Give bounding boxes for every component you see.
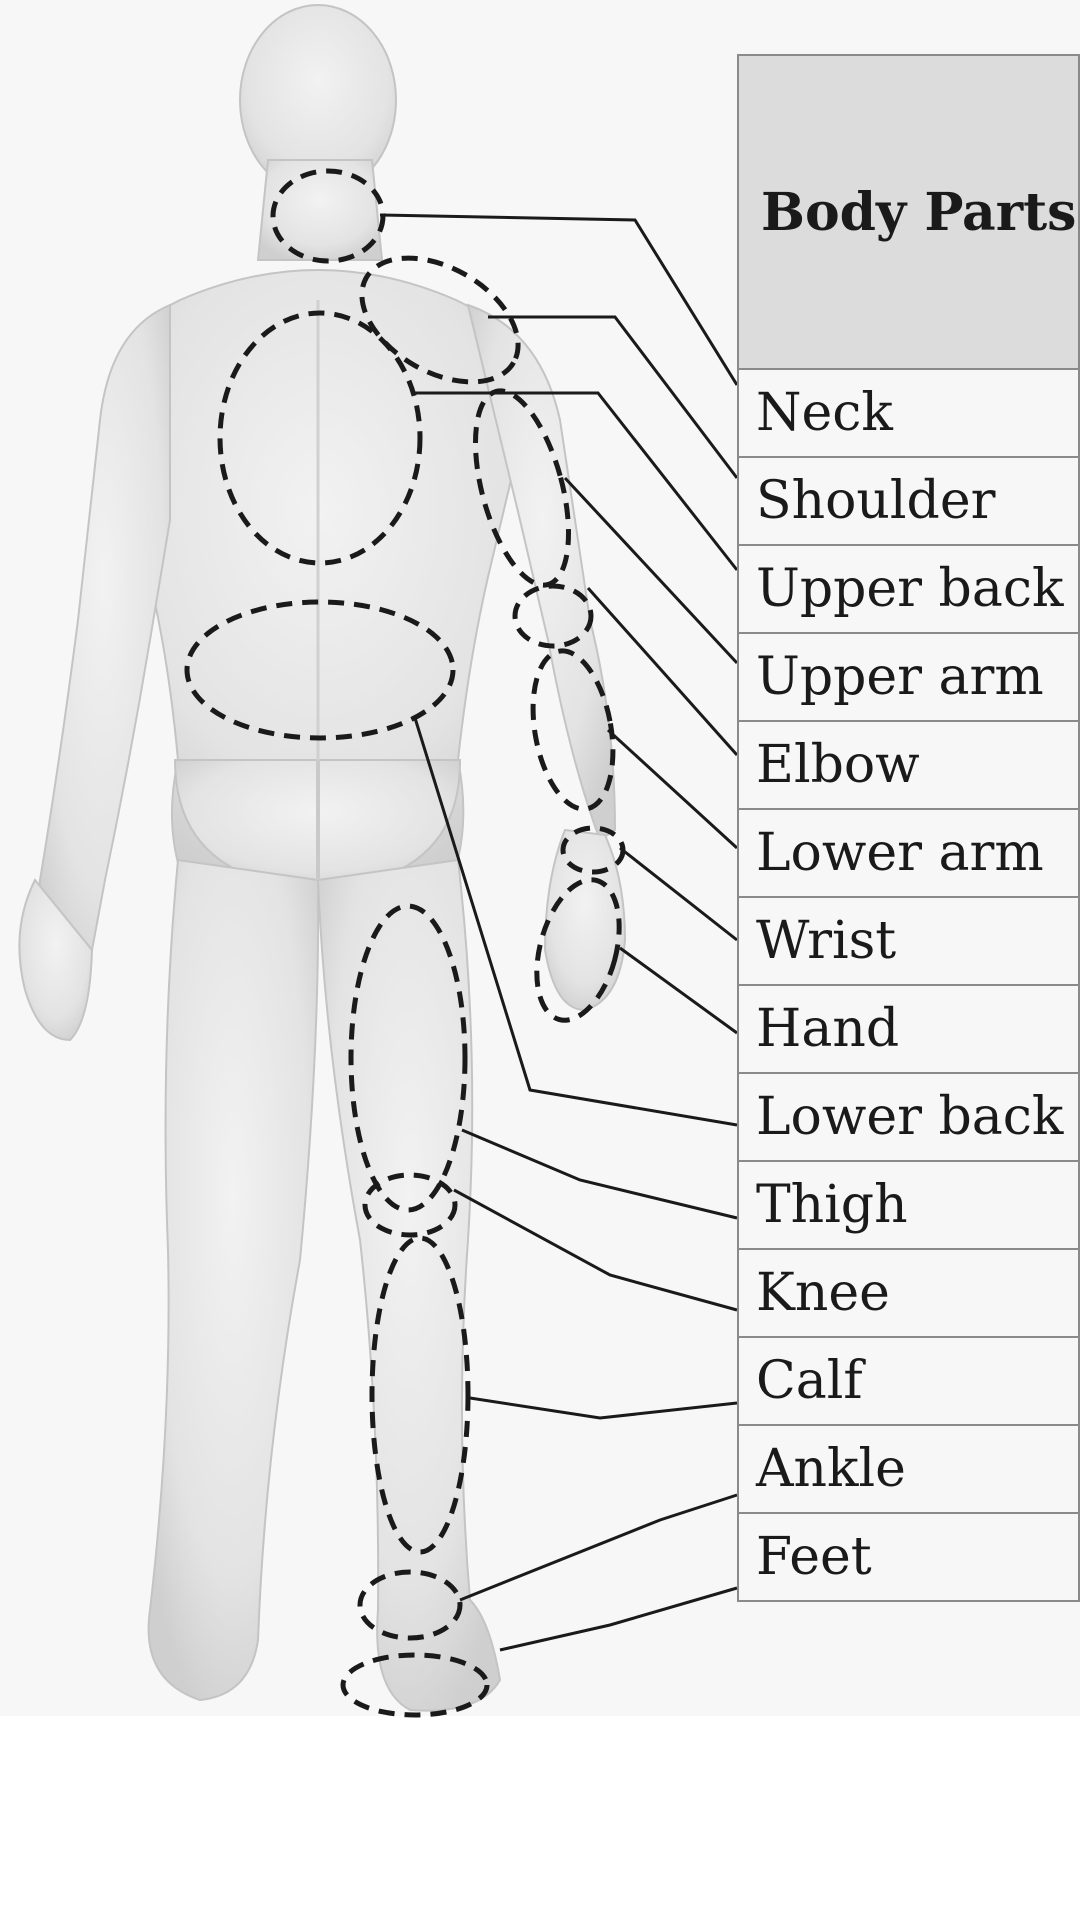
zone-elbow xyxy=(512,583,594,649)
table-row-lower-back: Lower back xyxy=(737,1072,1080,1162)
table-row-thigh: Thigh xyxy=(737,1160,1080,1250)
table-row-hand: Hand xyxy=(737,984,1080,1074)
zone-lower-arm xyxy=(530,648,616,812)
table-row-ankle: Ankle xyxy=(737,1424,1080,1514)
leader-wrist xyxy=(619,846,738,942)
zone-calf xyxy=(369,1235,471,1555)
zone-feet xyxy=(340,1652,490,1718)
leader-shoulder xyxy=(488,315,739,479)
leader-lower-arm xyxy=(606,728,739,850)
zone-upper-arm xyxy=(472,388,572,588)
human-figure xyxy=(18,4,627,1712)
table-row-calf: Calf xyxy=(737,1336,1080,1426)
leader-hand xyxy=(619,946,738,1035)
table-row-lower-arm: Lower arm xyxy=(737,808,1080,898)
table-row-upper-back: Upper back xyxy=(737,544,1080,634)
table-header: Body Parts xyxy=(737,54,1080,370)
leader-calf xyxy=(469,1396,738,1420)
zone-upper-back xyxy=(217,310,423,566)
leader-upper-arm xyxy=(563,476,739,665)
zone-thigh xyxy=(348,903,468,1213)
table-row-upper-arm: Upper arm xyxy=(737,632,1080,722)
leader-neck xyxy=(379,213,739,386)
leader-feet xyxy=(499,1586,738,1652)
table-row-feet: Feet xyxy=(737,1512,1080,1602)
table-row-neck: Neck xyxy=(737,368,1080,458)
leader-knee xyxy=(453,1188,738,1312)
zone-hand xyxy=(534,877,622,1023)
leader-elbow xyxy=(586,587,739,756)
table-row-shoulder: Shoulder xyxy=(737,456,1080,546)
leader-thigh xyxy=(461,1128,738,1220)
table-row-wrist: Wrist xyxy=(737,896,1080,986)
zone-ankle xyxy=(357,1569,463,1641)
table-row-knee: Knee xyxy=(737,1248,1080,1338)
table-row-elbow: Elbow xyxy=(737,720,1080,810)
zone-lower-back xyxy=(184,599,456,741)
leader-upper-back xyxy=(415,391,739,571)
zone-knee xyxy=(362,1172,458,1238)
leader-ankle xyxy=(459,1493,738,1602)
zone-shoulder xyxy=(359,255,521,385)
leader-lower-back xyxy=(413,717,738,1127)
body-parts-table: Body Parts Neck Shoulder Upper back Uppe… xyxy=(737,54,1080,1602)
leader-lines xyxy=(379,213,739,1652)
